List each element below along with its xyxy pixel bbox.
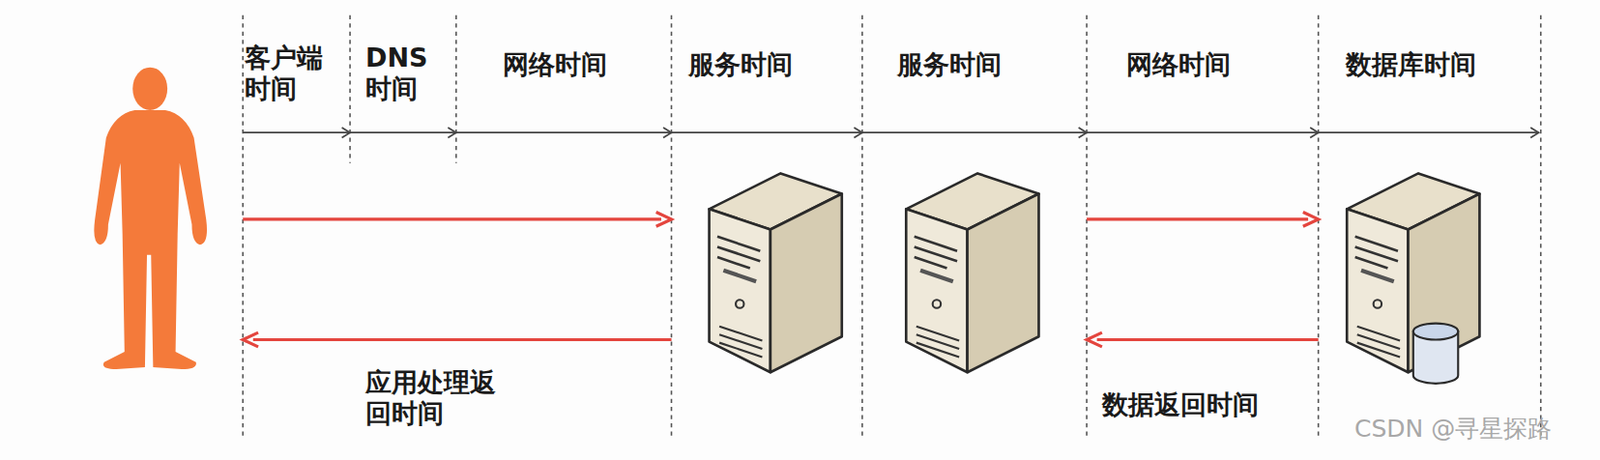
segment-label: DNS时间 [365, 42, 434, 105]
segment-label: 数据库时间 [1345, 49, 1477, 81]
segment-label: 网络时间 [1126, 49, 1231, 81]
segment-label: 客户端时间 [244, 42, 326, 105]
database-cylinder [1413, 323, 1458, 384]
segment-label: 服务时间 [897, 49, 1002, 81]
server-icon [709, 173, 843, 373]
user-figure [93, 67, 207, 370]
watermark: CSDN @寻星探路 [1354, 414, 1552, 444]
segment-label: 服务时间 [688, 49, 793, 81]
divider-lines [242, 15, 1542, 439]
return-label: 应用处理返回时间 [365, 367, 499, 430]
server-icon [905, 173, 1039, 373]
timeline-axis [242, 127, 1539, 139]
return-label: 数据返回时间 [1102, 389, 1259, 421]
segment-label: 网络时间 [502, 49, 608, 81]
